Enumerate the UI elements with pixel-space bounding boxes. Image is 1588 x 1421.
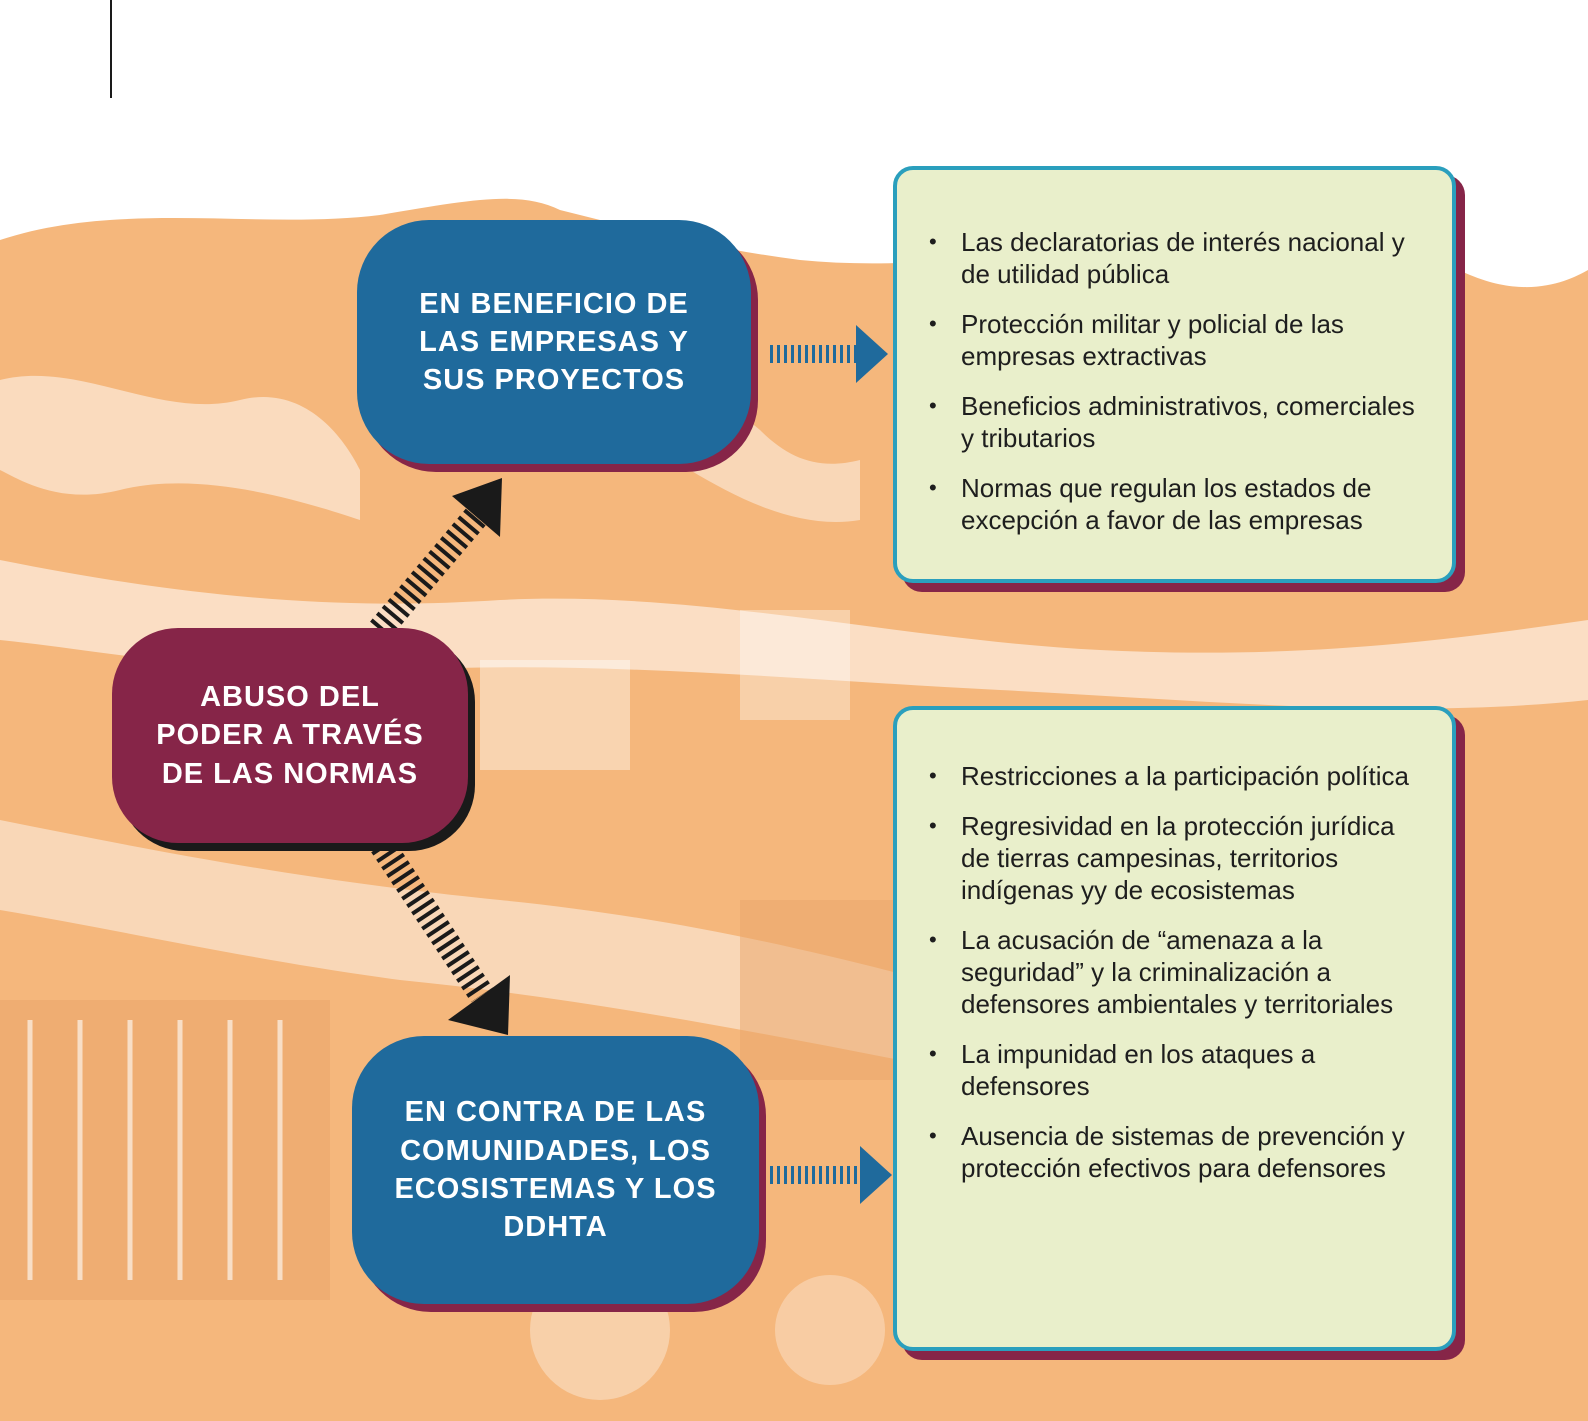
list-item: Beneficios administrativos, comerciales … xyxy=(925,390,1428,454)
list-item: Restricciones a la participación polític… xyxy=(925,760,1428,792)
list-item: Regresividad en la protección jurídica d… xyxy=(925,810,1428,906)
empresas-benefits-list: Las declaratorias de interés nacional y … xyxy=(925,226,1428,536)
node-empresas: EN BENEFICIO DE LAS EMPRESAS Y SUS PROYE… xyxy=(357,220,751,464)
node-comunidades-line: EN CONTRA DE LAS xyxy=(404,1096,707,1129)
comunidades-impacts-box: Restricciones a la participación polític… xyxy=(893,706,1456,1351)
comunidades-impacts-list: Restricciones a la participación polític… xyxy=(925,760,1428,1184)
empresas-benefits-box: Las declaratorias de interés nacional y … xyxy=(893,166,1456,583)
list-item: Ausencia de sistemas de prevención y pro… xyxy=(925,1120,1428,1184)
list-item: La acusación de “amenaza a la seguridad”… xyxy=(925,924,1428,1020)
list-item: Las declaratorias de interés nacional y … xyxy=(925,226,1428,290)
node-abuso-line: PODER A TRAVÉS xyxy=(156,719,424,752)
list-item: Normas que regulan los estados de excepc… xyxy=(925,472,1428,536)
node-abuso-line: DE LAS NORMAS xyxy=(161,757,419,790)
node-abuso-line: ABUSO DEL xyxy=(200,681,380,714)
node-abuso-del-poder: ABUSO DEL PODER A TRAVÉS DE LAS NORMAS xyxy=(112,628,468,843)
node-comunidades-line: COMUNIDADES, LOS xyxy=(400,1134,711,1167)
node-comunidades-line: ECOSISTEMAS Y LOS xyxy=(394,1173,717,1205)
node-empresas-line: LAS EMPRESAS Y xyxy=(419,325,689,358)
list-item: Protección militar y policial de las emp… xyxy=(925,308,1428,372)
node-comunidades: EN CONTRA DE LAS COMUNIDADES, LOS ECOSIS… xyxy=(352,1036,759,1304)
node-empresas-line: SUS PROYECTOS xyxy=(422,364,686,397)
margin-line xyxy=(110,0,112,98)
list-item: La impunidad en los ataques a defensores xyxy=(925,1038,1428,1102)
node-empresas-line: EN BENEFICIO DE xyxy=(419,287,689,320)
node-comunidades-line: DDHTA xyxy=(503,1211,608,1244)
